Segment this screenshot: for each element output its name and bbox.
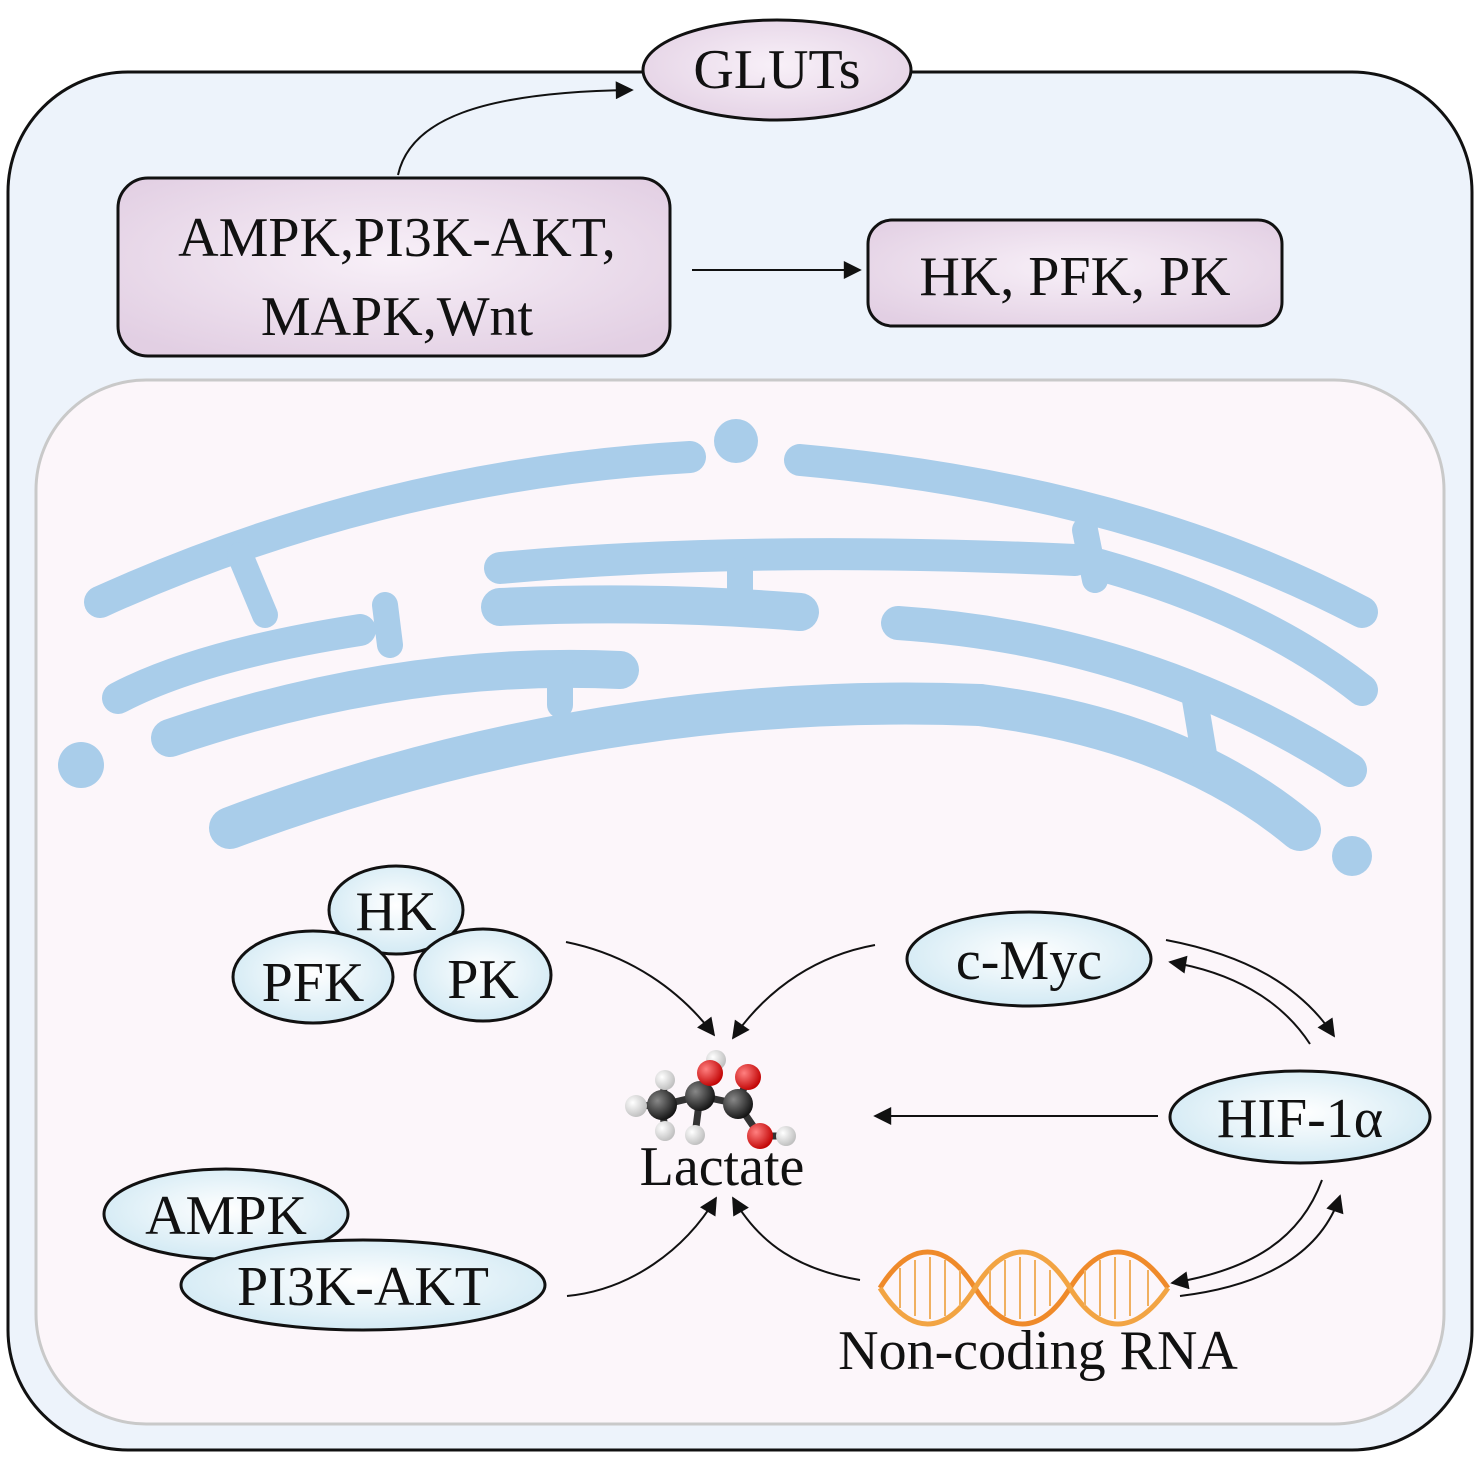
arrow-hif-to-rna — [1170, 1179, 1323, 1290]
lactate-label: Lactate — [640, 1136, 805, 1198]
pfk-ellipse — [231, 929, 395, 1025]
arrow-cmyc-to-hif — [1165, 939, 1335, 1038]
arrow-rna-to-hif — [1179, 1194, 1344, 1297]
er-vesicle-left — [58, 742, 104, 788]
pk-ellipse — [413, 927, 553, 1023]
lactate-molecule-icon — [625, 1050, 796, 1149]
pfk-label: PFK — [262, 952, 365, 1014]
noncoding-rna-label: Non-coding RNA — [838, 1320, 1238, 1382]
er-vesicle-right — [1332, 836, 1372, 876]
pk-label: PK — [447, 949, 519, 1011]
arrow-cmyc-to-lactate — [731, 944, 876, 1040]
ampk-label: AMPK — [145, 1185, 307, 1247]
pi3k-akt-label: PI3K-AKT — [237, 1256, 489, 1318]
dna-helix-icon — [877, 1249, 1171, 1327]
pi3k-akt-ellipse — [179, 1238, 547, 1332]
hif-label: HIF-1α — [1217, 1088, 1383, 1150]
pathways-label-line2: MAPK,Wnt — [261, 286, 534, 348]
enzymes-box — [866, 218, 1284, 328]
enzymes-label: HK, PFK, PK — [919, 246, 1230, 308]
hk-label: HK — [356, 881, 437, 943]
hif-ellipse — [1168, 1069, 1432, 1165]
cmyc-ellipse — [905, 910, 1153, 1008]
cmyc-label: c-Myc — [956, 930, 1102, 992]
arrow-pathways-to-gluts — [397, 81, 634, 176]
gluts-label: GLUTs — [693, 39, 860, 101]
er-vesicle-top — [714, 419, 758, 463]
er-icon — [84, 441, 1378, 851]
arrow-hif-to-cmyc — [1168, 955, 1311, 1045]
hk-ellipse — [327, 864, 465, 956]
pathways-label-line1: AMPK,PI3K-AKT, — [178, 207, 616, 269]
arrow-rna-to-lactate — [732, 1196, 861, 1281]
pathways-box — [116, 176, 672, 358]
arrow-pi3k-to-lactate — [566, 1196, 717, 1297]
arrow-enzymes-to-lactate — [565, 941, 716, 1037]
gluts-ellipse — [641, 18, 913, 122]
